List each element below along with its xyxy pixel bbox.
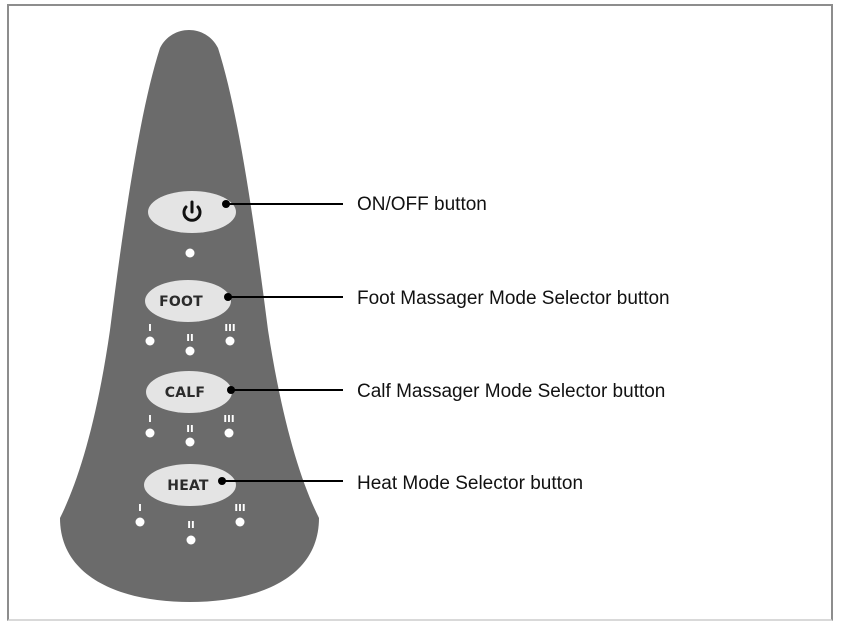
power-icon	[182, 200, 202, 222]
heat-level-2-label: II	[187, 520, 194, 531]
heat-level-2-dot	[186, 535, 196, 545]
power-leader-dot	[222, 200, 230, 208]
heat-level-3-dot	[235, 517, 245, 527]
foot-button-label: FOOT	[159, 294, 203, 310]
heat-callout-label: Heat Mode Selector button	[357, 473, 583, 494]
foot-leader-dot	[224, 293, 232, 301]
heat-button[interactable]	[144, 464, 236, 506]
calf-level-3-label: III	[223, 414, 234, 425]
calf-leader-dot	[227, 386, 235, 394]
calf-button-label: CALF	[165, 385, 205, 401]
heat-leader-dot	[218, 477, 226, 485]
heat-level-1-dot	[135, 517, 145, 527]
foot-level-1-label: I	[148, 323, 152, 334]
calf-level-2-label: II	[186, 424, 193, 435]
power-callout-label: ON/OFF button	[357, 194, 487, 215]
heat-button-label: HEAT	[167, 478, 209, 494]
heat-level-1-label: I	[138, 503, 142, 514]
calf-button-group: CALF I II III Calf Massager Mode Selecto…	[145, 371, 665, 447]
foot-button[interactable]	[145, 280, 231, 322]
calf-level-1-label: I	[148, 414, 152, 425]
calf-level-1-dot	[145, 428, 155, 438]
foot-level-1-dot	[145, 336, 155, 346]
heat-button-group: HEAT I II III Heat Mode Selector button	[135, 464, 583, 545]
calf-button[interactable]	[146, 371, 232, 413]
foot-callout-label: Foot Massager Mode Selector button	[357, 288, 670, 309]
heat-level-3-label: III	[234, 503, 245, 514]
foot-level-2-label: II	[186, 333, 193, 344]
foot-level-3-dot	[225, 336, 235, 346]
calf-callout-label: Calf Massager Mode Selector button	[357, 381, 665, 402]
foot-button-group: FOOT I II III Foot Massager Mode Selecto…	[145, 280, 670, 356]
power-button-group: ON/OFF button	[148, 191, 487, 258]
calf-level-2-dot	[185, 437, 195, 447]
foot-level-2-dot	[185, 346, 195, 356]
power-indicator-dot	[185, 248, 195, 258]
calf-level-3-dot	[224, 428, 234, 438]
foot-level-3-label: III	[224, 323, 235, 334]
